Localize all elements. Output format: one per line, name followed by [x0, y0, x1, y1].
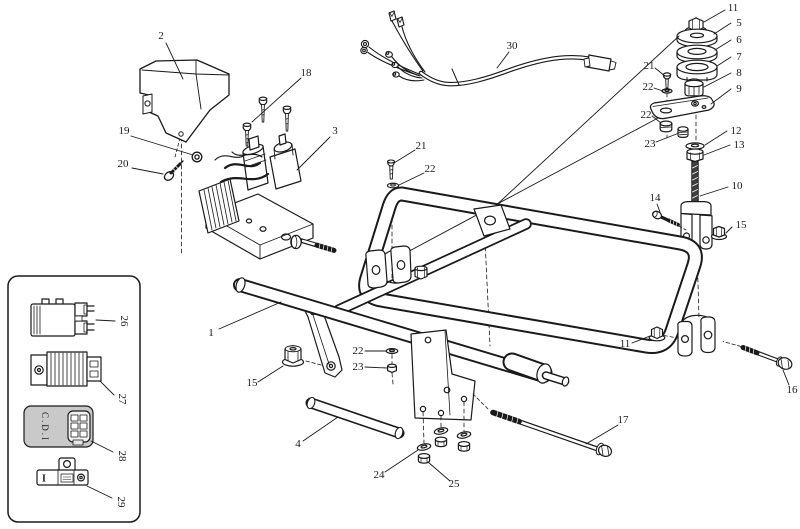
bushing-8	[684, 78, 704, 97]
mount-tab	[473, 204, 511, 237]
nut-13	[686, 148, 704, 163]
bolt-left-rail	[290, 234, 337, 253]
association-lines	[399, 35, 680, 257]
spacer-tube-4	[305, 396, 405, 440]
screw-21-center	[386, 159, 400, 189]
callout-19: 19	[119, 125, 131, 137]
washer-5	[676, 28, 718, 48]
callout-24: 24	[374, 469, 386, 481]
threaded-rod-10	[680, 161, 713, 250]
washer-6	[676, 44, 718, 64]
callout-3: 3	[332, 125, 338, 137]
mount-plate-group	[281, 329, 476, 464]
callout-30: 30	[507, 40, 519, 52]
callout-11-top: 11	[728, 2, 739, 14]
callout-22-center-bottom: 22	[353, 345, 364, 357]
callout-leaders	[86, 9, 790, 499]
part-cdi-unit: C.D.I	[23, 405, 94, 448]
washer-19	[191, 151, 203, 163]
callout-15-left: 15	[247, 377, 259, 389]
washer-22-center	[385, 348, 399, 355]
cdi-label: C.D.I	[40, 412, 50, 442]
callout-28: 28	[116, 451, 128, 463]
support-strut	[303, 303, 343, 378]
callout-16: 16	[787, 384, 799, 396]
electronics-box: C.D.I I	[7, 275, 141, 523]
callout-21-right: 21	[644, 60, 655, 72]
callout-12: 12	[731, 125, 742, 137]
flange-nut-15-left	[281, 344, 322, 367]
callout-7: 7	[736, 51, 742, 63]
washer-22-right	[661, 88, 673, 94]
part-wire-harness	[360, 10, 617, 87]
bushing-cup-7	[676, 59, 718, 82]
mount-plate	[410, 329, 476, 421]
bolt-14	[651, 210, 687, 231]
callout-26: 26	[118, 316, 130, 328]
buffer-22	[659, 120, 673, 133]
callout-9: 9	[736, 83, 742, 95]
callout-6: 6	[736, 34, 742, 46]
part-regulator	[30, 351, 102, 387]
bracket-9	[649, 95, 715, 120]
callout-1: 1	[208, 327, 214, 339]
callout-8: 8	[736, 67, 742, 79]
callout-14: 14	[650, 192, 662, 204]
callout-15-right: 15	[736, 219, 748, 231]
part-electrical-assembly	[198, 96, 314, 260]
callout-25: 25	[449, 478, 461, 490]
callout-18: 18	[301, 67, 313, 79]
callout-23-center: 23	[353, 361, 365, 373]
nut-23-center	[387, 363, 397, 373]
screw-20	[163, 160, 184, 181]
part-relay	[30, 298, 95, 337]
switch-mark: I	[42, 474, 46, 485]
callout-22-right-mid: 22	[641, 109, 652, 121]
flange-nut-11-lower	[648, 326, 666, 342]
lower-clevis-group	[472, 314, 793, 457]
buffer-23	[677, 126, 689, 138]
callout-labels: 1 2 3 4 5 6 7 8 9 10 11 11 12 13 14 15 1…	[115, 2, 798, 508]
part-cover	[139, 59, 230, 254]
callout-27: 27	[116, 394, 128, 406]
washers-24-nuts-25	[416, 427, 472, 464]
callout-17: 17	[618, 414, 630, 426]
u-bracket	[365, 245, 412, 289]
hex-nut-ubracket	[414, 265, 428, 280]
box-outline	[7, 275, 141, 523]
callout-20: 20	[118, 158, 130, 170]
callout-21-center: 21	[416, 140, 427, 152]
callout-29: 29	[115, 497, 127, 509]
callout-2: 2	[158, 30, 164, 42]
screws-18	[242, 96, 292, 147]
callout-10: 10	[732, 180, 744, 192]
callout-5: 5	[736, 17, 742, 29]
callout-4: 4	[295, 438, 301, 450]
part-rack-frame	[233, 186, 703, 387]
bolt-17	[472, 393, 613, 457]
bolt-16	[722, 341, 793, 370]
screw-21-right	[662, 72, 672, 89]
washer-12	[685, 142, 705, 150]
callout-22-right-top: 22	[643, 81, 654, 93]
callout-11-bottom: 11	[620, 338, 631, 350]
part-sensor-switch: I	[36, 457, 89, 486]
callout-13: 13	[734, 139, 746, 151]
callout-23-right: 23	[645, 138, 657, 150]
callout-22-center-top: 22	[425, 163, 436, 175]
flange-nut-15-right	[710, 225, 728, 241]
